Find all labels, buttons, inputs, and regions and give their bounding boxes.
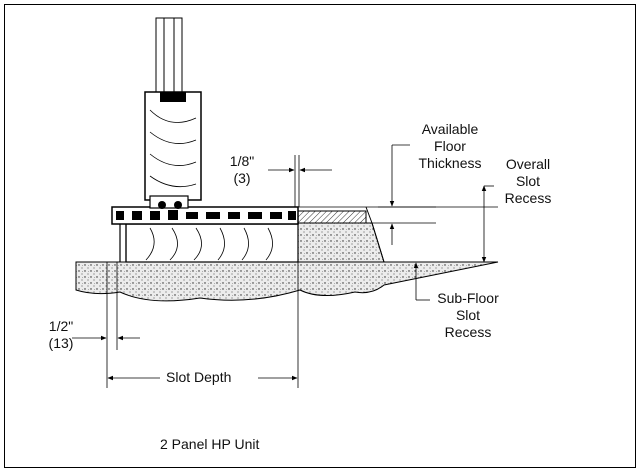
glass-pane	[155, 17, 183, 95]
subfloor-recess-callout: Sub-Floor Slot Recess	[437, 290, 499, 340]
overall-recess-callout: Overall Slot Recess	[504, 156, 552, 206]
drawing-title: 2 Panel HP Unit	[160, 436, 260, 452]
offset-mm-label: (13)	[48, 335, 74, 351]
subfloor-slab	[75, 261, 499, 302]
door-bottom-rail	[144, 91, 202, 201]
floor-finish-hatch	[297, 210, 367, 224]
clearance-inches-label: 1/8"	[229, 153, 255, 169]
floor-concrete	[297, 222, 385, 263]
clearance-mm-label: (3)	[233, 170, 251, 186]
slot-depth-label: Slot Depth	[166, 369, 232, 385]
floor-thickness-callout: Available Floor Thickness	[418, 121, 482, 171]
offset-inches-label: 1/2"	[48, 318, 74, 334]
